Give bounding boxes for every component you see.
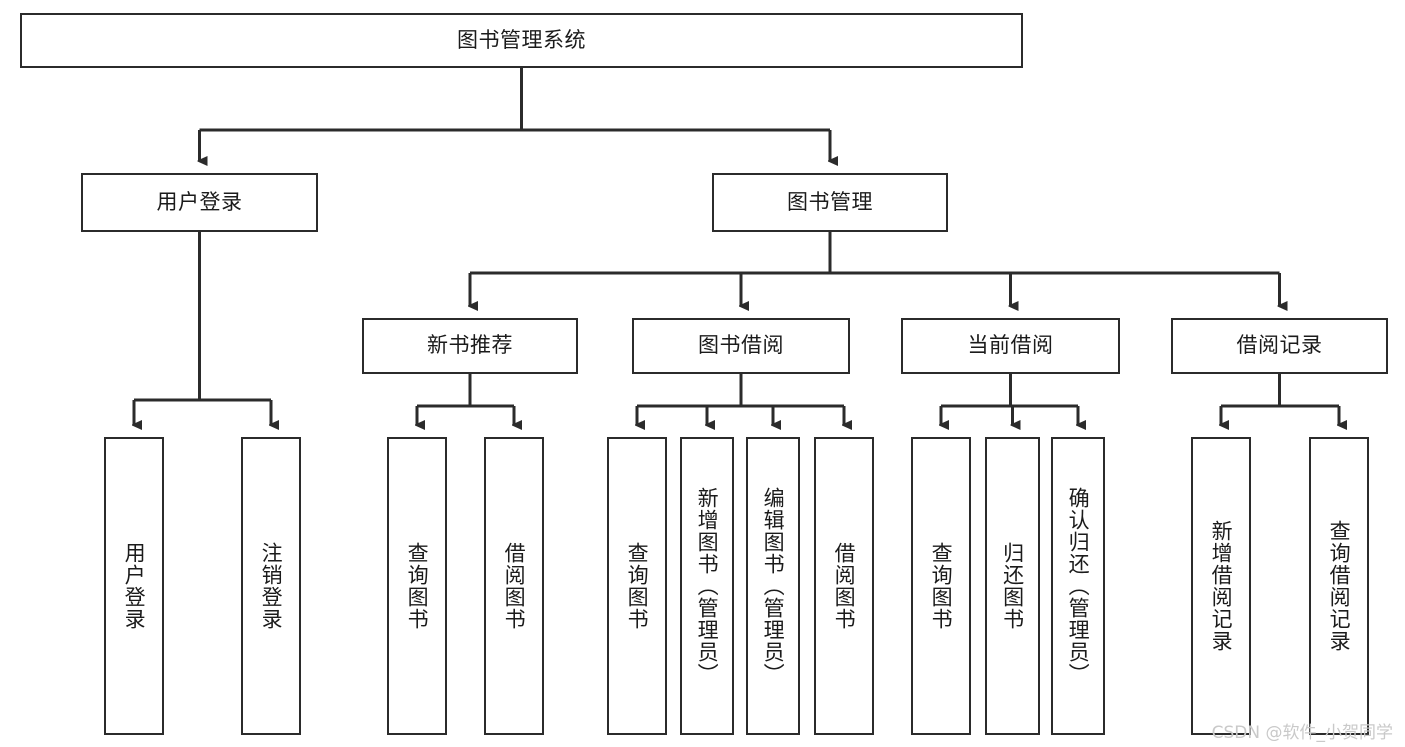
leaf-return-book[interactable]: 归还图书 (985, 437, 1040, 735)
leaf-borrow-book[interactable]: 借阅图书 (814, 437, 874, 735)
leaf-query-book-current-label: 查询图书 (929, 542, 954, 630)
node-borrow-record[interactable]: 借阅记录 (1171, 318, 1388, 374)
node-borrow-record-label: 借阅记录 (1236, 333, 1323, 358)
leaf-borrow-book-label: 借阅图书 (832, 542, 857, 630)
leaf-confirm-return-admin[interactable]: 确认归还（管理员） (1051, 437, 1105, 735)
leaf-query-book-borrow[interactable]: 查询图书 (607, 437, 667, 735)
leaf-user-login[interactable]: 用户登录 (104, 437, 164, 735)
node-root-label: 图书管理系统 (457, 27, 586, 52)
leaf-query-book-current[interactable]: 查询图书 (911, 437, 971, 735)
leaf-edit-book-admin[interactable]: 编辑图书（管理员） (746, 437, 800, 735)
node-new-book-recommend[interactable]: 新书推荐 (362, 318, 578, 374)
leaf-confirm-return-admin-label: 确认归还（管理员） (1066, 487, 1091, 685)
leaf-query-book-borrow-label: 查询图书 (625, 542, 650, 630)
leaf-logout[interactable]: 注销登录 (241, 437, 301, 735)
leaf-logout-label: 注销登录 (259, 542, 284, 630)
node-user-login-label: 用户登录 (156, 189, 243, 214)
node-book-borrow-label: 图书借阅 (698, 333, 784, 358)
leaf-query-book-recommend-label: 查询图书 (405, 542, 430, 630)
leaf-add-borrow-record-label: 新增借阅记录 (1209, 520, 1234, 652)
leaf-return-book-label: 归还图书 (1000, 542, 1025, 630)
node-root[interactable]: 图书管理系统 (20, 13, 1023, 68)
leaf-query-borrow-record[interactable]: 查询借阅记录 (1309, 437, 1369, 735)
leaf-borrow-book-recommend[interactable]: 借阅图书 (484, 437, 544, 735)
node-book-management[interactable]: 图书管理 (712, 173, 948, 232)
node-new-book-recommend-label: 新书推荐 (427, 333, 513, 358)
node-current-borrow[interactable]: 当前借阅 (901, 318, 1120, 374)
leaf-query-borrow-record-label: 查询借阅记录 (1327, 520, 1352, 652)
node-book-management-label: 图书管理 (787, 189, 873, 214)
leaf-add-borrow-record[interactable]: 新增借阅记录 (1191, 437, 1251, 735)
node-current-borrow-label: 当前借阅 (967, 333, 1054, 358)
leaf-edit-book-admin-label: 编辑图书（管理员） (761, 487, 786, 685)
leaf-borrow-book-recommend-label: 借阅图书 (502, 542, 527, 630)
leaf-query-book-recommend[interactable]: 查询图书 (387, 437, 447, 735)
leaf-add-book-admin[interactable]: 新增图书（管理员） (680, 437, 734, 735)
node-book-borrow[interactable]: 图书借阅 (632, 318, 850, 374)
leaf-user-login-label: 用户登录 (122, 542, 147, 630)
leaf-add-book-admin-label: 新增图书（管理员） (695, 487, 720, 685)
node-user-login[interactable]: 用户登录 (81, 173, 318, 232)
